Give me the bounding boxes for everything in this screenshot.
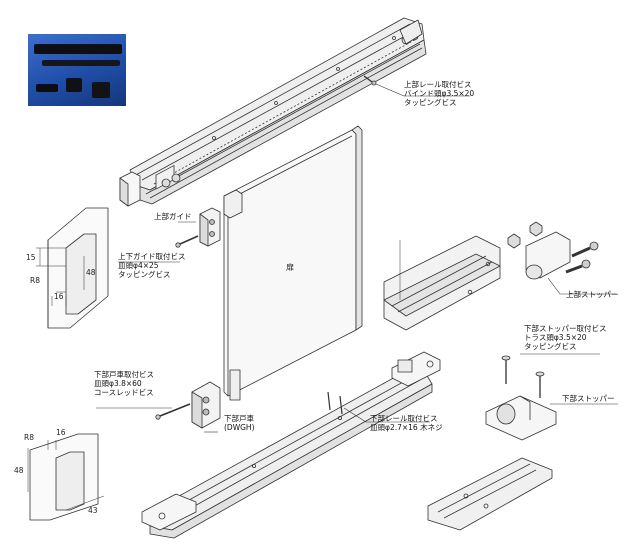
upper-guide-part	[175, 207, 221, 248]
lower-dimension-detail	[27, 433, 105, 521]
label-line: 下部戸車取付ビス	[94, 370, 154, 379]
label-door-wheel-screw: 下部戸車取付ビス 皿頭φ3.8×60 コースレッドビス	[94, 370, 154, 397]
label-line: タッピングビス	[118, 270, 171, 279]
label-upper-rail-screw: 上部レール取付ビス バインド頭φ3.5×20 タッピングビス	[404, 80, 474, 107]
label-lower-stopper: 下部ストッパー	[562, 394, 615, 403]
label-line: 皿頭φ2.7×16 木ネジ	[370, 423, 443, 432]
label-line: コースレッドビス	[94, 388, 154, 397]
label-lower-stopper-screw: 下部ストッパー取付ビス トラス頭φ3.5×20 タッピングビス	[524, 324, 607, 351]
label-line: 下部レール取付ビス	[370, 414, 438, 423]
label-line: 皿頭φ4×25	[118, 261, 159, 270]
door-panel	[223, 125, 363, 401]
label-upper-stopper: 上部ストッパー	[566, 290, 619, 299]
dim-top-r8: R8	[30, 276, 40, 285]
label-line: 上下ガイド取付ビス	[118, 252, 186, 261]
label-line: タッピングビス	[404, 98, 457, 107]
label-line: トラス頭φ3.5×20	[524, 333, 587, 342]
upper-rail	[119, 17, 427, 207]
dim-top-15: 15	[26, 253, 36, 262]
upper-dimension-detail	[36, 207, 109, 329]
label-line: 下部戸車	[224, 414, 254, 423]
dim-top-16: 16	[54, 292, 64, 301]
dim-bottom-16: 16	[56, 428, 66, 437]
dim-bottom-43: 43	[88, 506, 98, 515]
label-line: 皿頭φ3.8×60	[94, 379, 142, 388]
dim-bottom-r8: R8	[24, 433, 34, 442]
upper-rail-screw	[363, 75, 470, 97]
label-line: タッピングビス	[524, 342, 577, 351]
label-upper-guide: 上部ガイド	[154, 212, 192, 221]
label-line: 上部ガイド	[154, 212, 192, 221]
label-line: 上部レール取付ビス	[404, 80, 472, 89]
dim-top-48: 48	[86, 268, 96, 277]
lower-stopper-detail	[427, 353, 618, 531]
upper-stopper-detail	[383, 221, 616, 331]
label-lower-rail-screw: 下部レール取付ビス 皿頭φ2.7×16 木ネジ	[370, 414, 443, 432]
label-line: バインド頭φ3.5×20	[404, 89, 475, 98]
label-guide-screw: 上下ガイド取付ビス 皿頭φ4×25 タッピングビス	[118, 252, 186, 279]
lower-rail	[141, 351, 441, 539]
label-line: 下部ストッパー取付ビス	[524, 324, 607, 333]
label-line: 下部ストッパー	[562, 394, 615, 403]
label-door-wheel: 下部戸車 (DWGH)	[224, 414, 255, 432]
label-line: 上部ストッパー	[566, 290, 619, 299]
label-door: 扉	[286, 263, 294, 272]
product-photo	[28, 34, 126, 106]
dim-bottom-48: 48	[14, 466, 24, 475]
lower-wheel-part	[155, 381, 221, 429]
label-line: (DWGH)	[224, 423, 255, 432]
